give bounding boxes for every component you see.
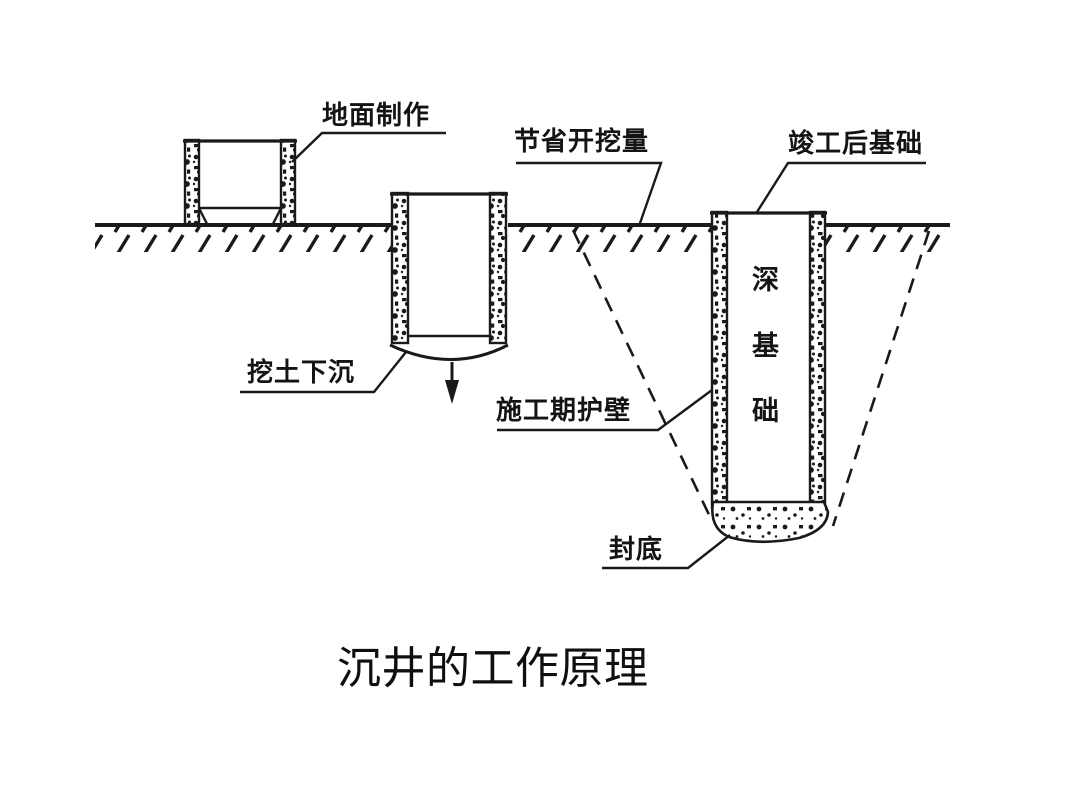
diagram-caption: 沉井的工作原理 — [337, 643, 649, 694]
ground-hatching-right — [823, 227, 950, 252]
label-save-excavation: 节省开挖量 — [514, 126, 649, 156]
caisson-stage3-deep-shaft: 深 基 础 — [710, 210, 830, 544]
label-excavate-and-sink: 挖土下沉 — [247, 357, 355, 387]
ground-hatching-middle — [508, 227, 712, 252]
caisson1-wall-right — [279, 138, 297, 226]
label-construction-period-wall: 施工期护壁 — [496, 395, 631, 425]
shaft-wall-left — [710, 210, 729, 510]
ground-hatching-left — [95, 227, 392, 252]
leader-save-excavation — [516, 161, 663, 227]
label-ground-fabrication: 地面制作 — [322, 100, 430, 130]
leader-post-completion-foundation — [755, 161, 926, 213]
label-post-completion-foundation: 竣工后基础 — [788, 128, 923, 158]
shaft-wall-right — [808, 210, 827, 510]
leader-bottom-seal — [602, 534, 731, 570]
leader-construction-period-wall — [497, 389, 713, 432]
caisson-stage2-sinking — [389, 191, 509, 404]
caisson2-wall-right — [488, 191, 508, 345]
excavation-slope-right-dashed — [831, 230, 931, 527]
caisson2-excavation-arc — [389, 343, 509, 361]
leader-ground-fabrication — [291, 131, 446, 163]
bottom-seal-concrete — [711, 500, 830, 544]
excavation-outline-dashed — [571, 229, 931, 527]
callout-save-excavation: 节省开挖量 — [514, 126, 663, 227]
callout-post-completion-foundation: 竣工后基础 — [755, 128, 926, 213]
excavation-slope-left-dashed — [571, 229, 714, 522]
deep-foundation-char-2: 基 — [752, 331, 780, 361]
leader-excavate-and-sink — [240, 351, 407, 394]
label-bottom-seal: 封底 — [609, 534, 663, 564]
deep-foundation-char-1: 深 — [752, 265, 779, 295]
deep-foundation-char-3: 础 — [752, 396, 779, 426]
callout-ground-fabrication: 地面制作 — [291, 100, 446, 163]
caisson2-wall-left — [390, 191, 410, 345]
callout-construction-period-wall: 施工期护壁 — [496, 389, 713, 432]
callout-bottom-seal: 封底 — [602, 534, 731, 570]
caisson-stage1-ground-fabrication — [183, 138, 297, 226]
callout-excavate-and-sink: 挖土下沉 — [240, 351, 407, 394]
sink-arrow-head-icon — [445, 380, 459, 404]
caisson1-wall-left — [183, 138, 201, 226]
caisson1-cutting-edge-left — [197, 207, 209, 225]
caisson1-cutting-edge-right — [271, 207, 283, 225]
